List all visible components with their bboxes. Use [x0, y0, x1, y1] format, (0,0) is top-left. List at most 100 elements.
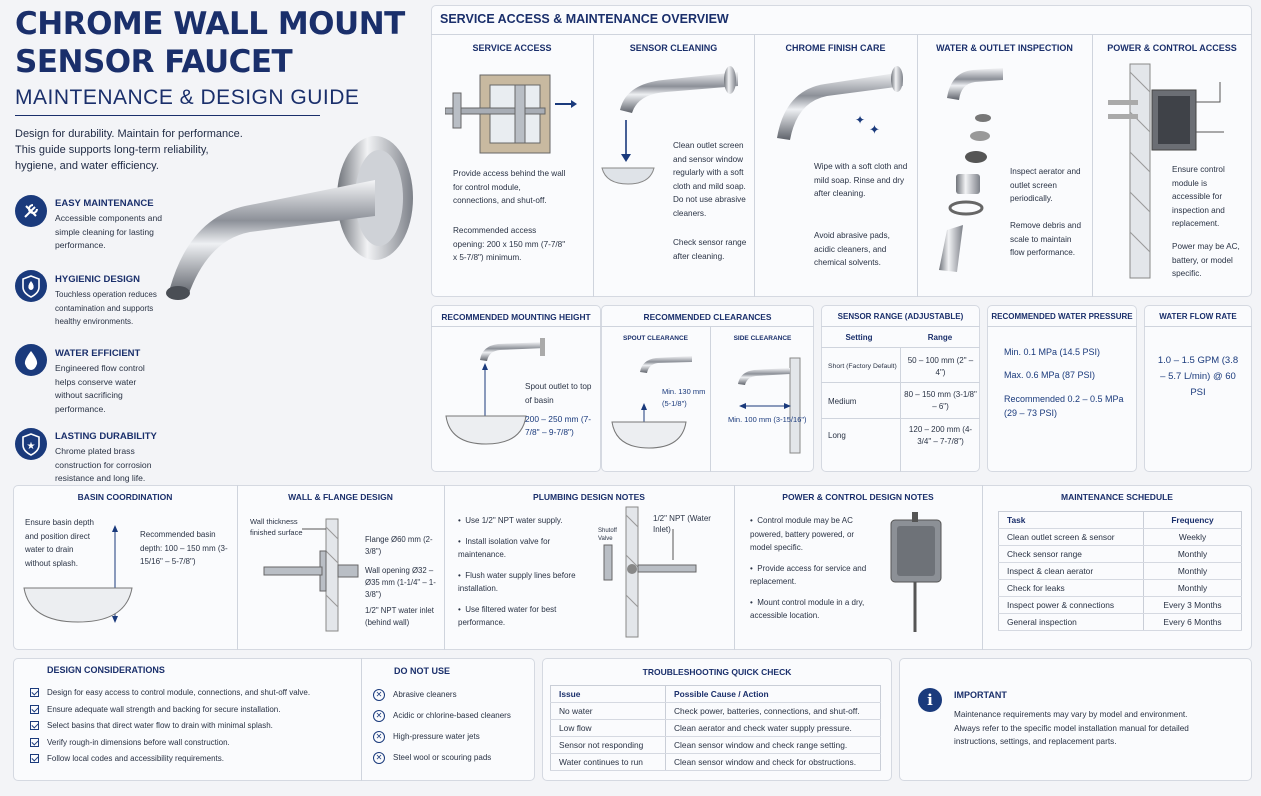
sensor-range-header-setting: Setting [845, 333, 873, 342]
feature-text-3: Chrome plated brass construction for cor… [55, 446, 152, 483]
plumbing-note-3: • Use filtered water for best performanc… [458, 604, 557, 628]
check-icon [30, 688, 39, 698]
plumbing-title: PLUMBING DESIGN NOTES [533, 492, 645, 502]
water-drop-icon [15, 344, 47, 376]
wall-thickness-label: Wall thickness finished surface [250, 517, 303, 537]
overview-col-text1-0: Provide access behind the wall for contr… [453, 169, 566, 205]
sensor-row-range-2: 120 – 200 mm (4-3/4" – 7-7/8") [908, 425, 973, 446]
flow-panel [1144, 305, 1252, 472]
spout-clearance-title: SPOUT CLEARANCE [622, 335, 688, 342]
design-item-0: Design for easy access to control module… [30, 686, 355, 703]
spout-clearance-value: Min. 130 mm (5-1/8") [662, 387, 706, 408]
power-note-2: • Mount control module in a dry, accessi… [750, 597, 865, 621]
shutoff-valve-label: Shutoff Valve [598, 528, 617, 542]
trouble-action: Clean sensor window and check for obstru… [665, 753, 881, 771]
hero-faucet-image [166, 136, 413, 300]
do-not-use-item-3: ✕Steel wool or scouring pads [373, 751, 533, 772]
intro-text: Design for durability. Maintain for perf… [15, 128, 243, 172]
sensor-row-range-1: 80 – 150 mm (3-1/8" – 6") [904, 390, 977, 411]
sensor-row-setting-0: Short (Factory Default) [828, 363, 897, 370]
shield-star-icon: ★ [15, 428, 47, 460]
power-note-0: • Control module may be AC powered, batt… [750, 516, 855, 552]
trouble-issue: Sensor not responding [550, 736, 666, 754]
trouble-action: Clean sensor window and check range sett… [665, 736, 881, 754]
pressure-title: RECOMMENDED WATER PRESSURE [991, 312, 1133, 321]
feature-title-2: WATER EFFICIENT [55, 348, 141, 359]
plumbing-note-2: • Flush water supply lines before instal… [458, 570, 576, 594]
overview-col-text1-2: Wipe with a soft cloth and mild soap. Ri… [814, 162, 908, 198]
overview-title: SERVICE ACCESS & MAINTENANCE OVERVIEW [440, 12, 729, 26]
check-icon [30, 704, 39, 714]
important-panel [899, 658, 1252, 781]
x-circle-icon: ✕ [373, 730, 385, 743]
design-title: DESIGN CONSIDERATIONS [47, 665, 165, 675]
sensor-row-setting-2: Long [828, 431, 846, 440]
schedule-frequency: Every 6 Months [1143, 613, 1242, 631]
mounting-label: Spout outlet to top of basin [525, 382, 592, 405]
trouble-issue: Water continues to run [550, 753, 666, 771]
plumbing-note-1: • Install isolation valve for maintenanc… [458, 536, 551, 560]
overview-col-text1-4: Ensure control module is accessible for … [1172, 165, 1225, 228]
mounting-height-illustration [445, 338, 545, 445]
basin-illustration [23, 525, 133, 623]
design-considerations-panel [13, 658, 535, 781]
feature-title-0: EASY MAINTENANCE [55, 198, 154, 209]
side-clearance-illustration [738, 357, 801, 454]
trouble-header-action: Possible Cause / Action [665, 685, 881, 703]
sensor-row-range-0: 50 – 100 mm (2" – 4") [907, 356, 974, 377]
mounting-panel [431, 305, 601, 472]
plumbing-illustration [603, 506, 697, 638]
power-notes-list: • Control module may be AC powered, batt… [750, 514, 875, 623]
sensor-range-header-range: Range [927, 333, 953, 342]
schedule-task: Check sensor range [998, 545, 1144, 563]
power-note-1: • Provide access for service and replace… [750, 563, 867, 587]
trouble-issue: Low flow [550, 719, 666, 737]
schedule-frequency: Monthly [1143, 562, 1242, 580]
page-title-line2: SENSOR FAUCET [15, 44, 293, 80]
flow-value: 1.0 – 1.5 GPM (3.8 – 5.7 L/min) @ 60 PSI [1157, 355, 1239, 398]
schedule-frequency: Monthly [1143, 545, 1242, 563]
feature-text-1: Touchless operation reduces contaminatio… [55, 290, 157, 326]
overview-col-title-2: CHROME FINISH CARE [785, 43, 886, 53]
page-subtitle: MAINTENANCE & DESIGN GUIDE [15, 86, 360, 109]
clearances-title: RECOMMENDED CLEARANCES [643, 312, 772, 322]
schedule-frequency: Weekly [1143, 528, 1242, 546]
feature-title-3: LASTING DURABILITY [55, 431, 157, 442]
design-item-4: Follow local codes and accessibility req… [30, 752, 355, 769]
x-circle-icon: ✕ [373, 751, 385, 764]
wall-flange-illustration [263, 518, 359, 632]
trouble-issue: No water [550, 702, 666, 720]
overview-panel [431, 5, 1252, 297]
overview-col-title-3: WATER & OUTLET INSPECTION [936, 43, 1073, 53]
design-item-1: Ensure adequate wall strength and backin… [30, 703, 355, 720]
side-clearance-title: SIDE CLEARANCE [733, 335, 792, 342]
check-icon [30, 737, 39, 747]
important-text: Maintenance requirements may vary by mod… [954, 710, 1189, 746]
basin-left-text: Ensure basin depth and position direct w… [25, 518, 94, 568]
check-icon [30, 754, 39, 764]
pressure-recommended: Recommended 0.2 – 0.5 MPa (29 – 73 PSI) [1004, 394, 1124, 418]
feature-text-2: Engineered flow control helps conserve w… [55, 363, 145, 414]
schedule-task: Check for leaks [998, 579, 1144, 597]
sensor-range-title: SENSOR RANGE (ADJUSTABLE) [837, 312, 964, 321]
svg-text:★: ★ [27, 441, 36, 452]
pressure-min: Min. 0.1 MPa (14.5 PSI) [1004, 347, 1101, 357]
trouble-header-issue: Issue [550, 685, 666, 703]
trouble-action: Clean aerator and check water supply pre… [665, 719, 881, 737]
page-title-line1: CHROME WALL MOUNT [15, 6, 405, 42]
clearances-panel [601, 305, 814, 472]
do-not-use-title: DO NOT USE [394, 666, 451, 676]
basin-title: BASIN COORDINATION [77, 492, 173, 502]
do-not-use-item-0: ✕Abrasive cleaners [373, 688, 533, 709]
schedule-frequency: Every 3 Months [1143, 596, 1242, 614]
pressure-max: Max. 0.6 MPa (87 PSI) [1004, 370, 1096, 380]
do-not-use-item-2: ✕High-pressure water jets [373, 730, 533, 751]
